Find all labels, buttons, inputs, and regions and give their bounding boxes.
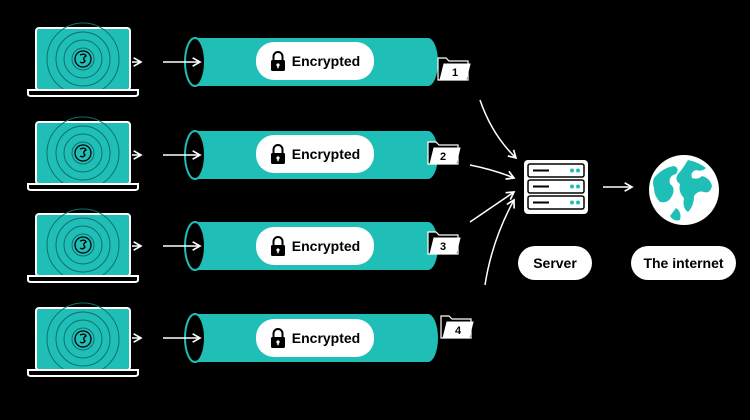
encrypted-badge-2: Encrypted bbox=[256, 135, 374, 173]
lock-icon bbox=[270, 51, 285, 71]
encrypted-label-2: Encrypted bbox=[291, 146, 361, 162]
lock-icon bbox=[270, 236, 285, 256]
laptop-icon-1 bbox=[27, 22, 139, 97]
server-label: Server bbox=[518, 246, 592, 280]
encrypted-label-1: Encrypted bbox=[291, 53, 361, 69]
folder-icon-1 bbox=[437, 57, 471, 81]
lock-icon bbox=[270, 144, 285, 164]
encrypted-badge-3: Encrypted bbox=[256, 227, 374, 265]
arrow-icons-small bbox=[132, 57, 143, 343]
lock-icon bbox=[270, 328, 285, 348]
encrypted-label-4: Encrypted bbox=[291, 330, 361, 346]
packet-number-1: 1 bbox=[452, 67, 458, 79]
encrypted-badge-1: Encrypted bbox=[256, 42, 374, 80]
packet-number-2: 2 bbox=[440, 151, 446, 163]
laptop-icon-2 bbox=[27, 116, 139, 191]
encrypted-badge-4: Encrypted bbox=[256, 319, 374, 357]
packet-number-3: 3 bbox=[440, 241, 446, 253]
server-icon bbox=[524, 160, 588, 214]
folder-icon-2 bbox=[427, 141, 461, 165]
arrow-icons-to-server bbox=[469, 99, 518, 286]
encrypted-label-3: Encrypted bbox=[291, 238, 361, 254]
laptop-icon-4 bbox=[27, 302, 139, 377]
folder-icon-3 bbox=[427, 231, 461, 255]
laptop-icon-3 bbox=[27, 208, 139, 283]
globe-icon bbox=[649, 155, 719, 225]
folder-icon-4 bbox=[440, 315, 474, 339]
arrow-icons-tunnel bbox=[163, 57, 202, 343]
packet-number-4: 4 bbox=[455, 325, 462, 337]
internet-label: The internet bbox=[631, 246, 736, 280]
